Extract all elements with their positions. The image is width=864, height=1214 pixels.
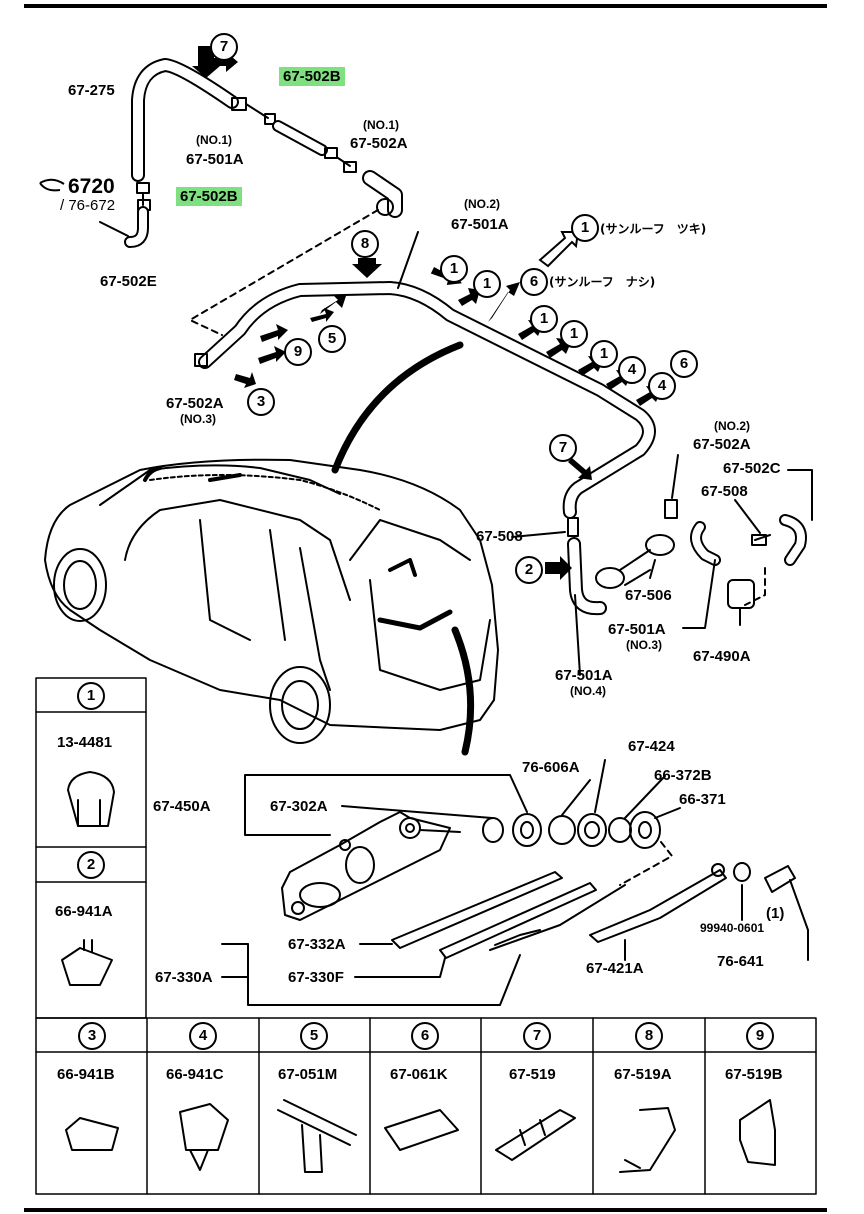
label-no3-a: (NO.3) [180, 412, 216, 426]
label-67-501A-no3: 67-501A [608, 621, 666, 638]
label-67-501A-no4: 67-501A [555, 667, 613, 684]
bottom-rule [24, 1208, 827, 1212]
callout-8: 8 [351, 230, 379, 258]
callout-1-b: 1 [473, 270, 501, 298]
legend-1-number: 1 [77, 682, 105, 710]
label-67-302A: 67-302A [270, 798, 328, 815]
label-no4: (NO.4) [570, 684, 606, 698]
callout-9: 9 [284, 338, 312, 366]
legend-8-part: 67-519A [614, 1066, 672, 1083]
label-67-508-right: 67-508 [701, 483, 748, 500]
label-67-450A: 67-450A [153, 798, 211, 815]
legend-6-part: 67-061K [390, 1066, 448, 1083]
label-67-501A-no2: 67-501A [451, 216, 509, 233]
callout-6-a: 6 [520, 268, 548, 296]
legend-9-number: 9 [746, 1022, 774, 1050]
label-no3-b: (NO.3) [626, 638, 662, 652]
label-67-502B-lower: 67-502B [176, 187, 242, 206]
label-67-501A-no1: 67-501A [186, 151, 244, 168]
callout-3: 3 [247, 388, 275, 416]
callout-2: 2 [515, 556, 543, 584]
callout-1-d: 1 [560, 320, 588, 348]
label-67-421A: 67-421A [586, 960, 644, 977]
callout-1-a: 1 [440, 255, 468, 283]
top-rule [24, 4, 827, 8]
label-66-372B: 66-372B [654, 767, 712, 784]
callout-7-mid: 7 [549, 434, 577, 462]
label-76-606A: 76-606A [522, 759, 580, 776]
label-67-506: 67-506 [625, 587, 672, 604]
label-76-641: 76-641 [717, 953, 764, 970]
callout-4-a: 4 [618, 356, 646, 384]
legend-8-number: 8 [635, 1022, 663, 1050]
callout-1-c: 1 [530, 305, 558, 333]
label-no1-b: (NO.1) [363, 118, 399, 132]
label-67-490A: 67-490A [693, 648, 751, 665]
label-67-330A: 67-330A [155, 969, 213, 986]
callout-5: 5 [318, 325, 346, 353]
legend-4-number: 4 [189, 1022, 217, 1050]
label-paren-1: (1) [766, 905, 785, 922]
label-no2-a: (NO.2) [464, 197, 500, 211]
label-sunroof-without: (サンルーフ ナシ) [549, 275, 656, 289]
legend-5-part: 67-051M [278, 1066, 338, 1083]
label-67-508-left: 67-508 [476, 528, 523, 545]
label-67-330F: 67-330F [288, 969, 344, 986]
legend-5-number: 5 [300, 1022, 328, 1050]
label-67-502C: 67-502C [723, 460, 781, 477]
callout-7-top: 7 [210, 33, 238, 61]
label-67-424: 67-424 [628, 738, 675, 755]
legend-3-part: 66-941B [57, 1066, 115, 1083]
callout-1-sunroof: 1 [571, 214, 599, 242]
label-66-371: 66-371 [679, 791, 726, 808]
legend-9-part: 67-519B [725, 1066, 783, 1083]
label-67-502E: 67-502E [100, 273, 157, 290]
label-67-502A-no1: 67-502A [350, 135, 408, 152]
label-67-332A: 67-332A [288, 936, 346, 953]
label-ref-76-672: / 76-672 [60, 197, 116, 214]
label-67-275: 67-275 [68, 82, 115, 99]
legend-7-part: 67-519 [509, 1066, 556, 1083]
legend-2-part: 66-941A [55, 903, 113, 920]
callout-4-b: 4 [648, 372, 676, 400]
label-67-502A-no3: 67-502A [166, 395, 224, 412]
label-sunroof-with: (サンルーフ ツキ) [600, 222, 707, 236]
callout-6-b: 6 [670, 350, 698, 378]
label-no2-b: (NO.2) [714, 419, 750, 433]
legend-3-number: 3 [78, 1022, 106, 1050]
label-67-502B-top: 67-502B [279, 67, 345, 86]
label-ref-6720: 6720 [68, 175, 115, 198]
legend-7-number: 7 [523, 1022, 551, 1050]
callout-1-e: 1 [590, 340, 618, 368]
label-99940-0601: 99940-0601 [700, 921, 765, 935]
label-67-502A-no2: 67-502A [693, 436, 751, 453]
legend-2-number: 2 [77, 851, 105, 879]
legend-4-part: 66-941C [166, 1066, 224, 1083]
legend-1-part: 13-4481 [57, 734, 113, 751]
legend-6-number: 6 [411, 1022, 439, 1050]
label-no1-a: (NO.1) [196, 133, 232, 147]
